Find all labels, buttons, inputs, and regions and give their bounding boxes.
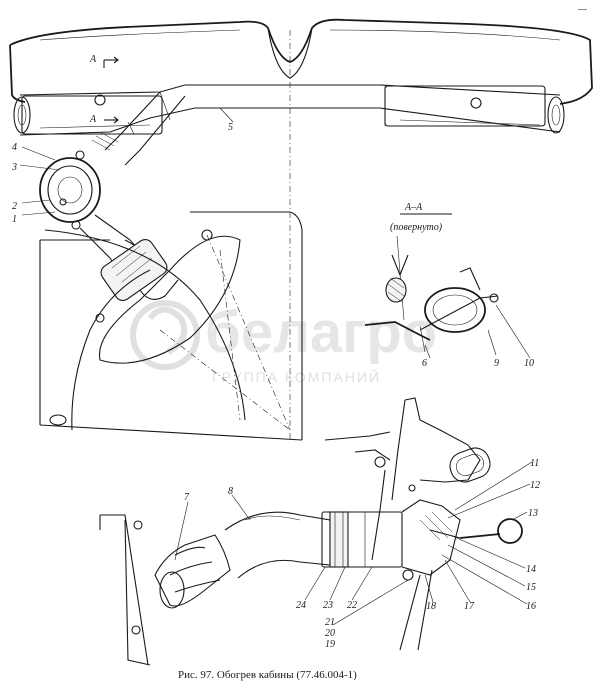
- cab-roof: [9, 18, 593, 440]
- air-duct-5: [13, 84, 565, 136]
- callout-12: 12: [530, 480, 540, 491]
- callout-5: 5: [228, 122, 233, 133]
- section-letter-top: А: [89, 54, 97, 65]
- section-subtitle: (повернуто): [390, 222, 443, 233]
- section-title: А–А: [404, 202, 423, 213]
- callout-2: 2: [12, 201, 17, 212]
- watermark-tagline: ГРУППА КОМПАНИЙ: [212, 368, 381, 385]
- callout-10: 10: [524, 358, 534, 369]
- callout-9: 9: [494, 358, 499, 369]
- callouts: 1 2 3 4 5 6 7 8 9 10 11 12 13 14 15 16 1…: [11, 122, 540, 650]
- callout-13: 13: [528, 508, 538, 519]
- callout-3: 3: [11, 162, 17, 173]
- callout-18: 18: [426, 601, 436, 612]
- corner-mark: —: [577, 4, 587, 15]
- callout-19: 19: [325, 639, 335, 650]
- callout-22: 22: [347, 600, 357, 611]
- callout-6: 6: [422, 358, 427, 369]
- callout-23: 23: [323, 600, 333, 611]
- callout-17: 17: [464, 601, 475, 612]
- callout-1: 1: [12, 214, 17, 225]
- section-letter-bottom: А: [89, 114, 97, 125]
- callout-4: 4: [12, 142, 17, 153]
- watermark-brand: белагро: [205, 300, 437, 365]
- deflector-plate: [98, 229, 291, 431]
- section-mark-top: А А: [89, 54, 119, 125]
- watermark: белагро ГРУППА КОМПАНИЙ: [130, 300, 437, 385]
- callout-24: 24: [296, 600, 306, 611]
- cab-wall: [39, 211, 303, 441]
- callout-15: 15: [526, 582, 536, 593]
- section-view-a-a: А–А (повернуто): [364, 202, 499, 353]
- heater-fan-assembly: [39, 91, 186, 301]
- lower-right-duct: [324, 397, 523, 561]
- callout-21: 21: [325, 617, 335, 628]
- callout-16: 16: [526, 601, 536, 612]
- callout-20: 20: [325, 628, 335, 639]
- lower-heater-unit: [99, 499, 461, 666]
- leader-lines: [19, 107, 533, 626]
- callout-8: 8: [228, 486, 233, 497]
- watermark-logo-icon: [130, 300, 200, 370]
- callout-11: 11: [530, 458, 539, 469]
- figure-caption: Рис. 97. Обогрев кабины (77.46.004-1): [178, 669, 357, 681]
- callout-7: 7: [184, 492, 190, 503]
- callout-14: 14: [526, 564, 536, 575]
